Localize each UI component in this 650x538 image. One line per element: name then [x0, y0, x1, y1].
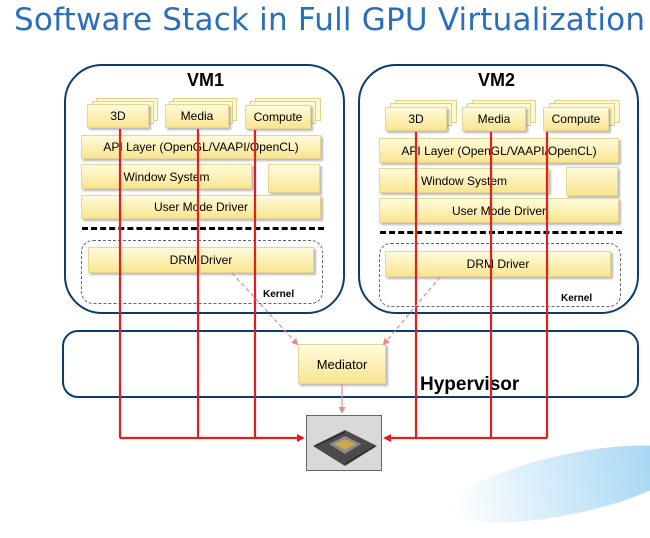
gpu-chip-icon [306, 415, 382, 471]
mediator-box: Mediator [298, 344, 386, 384]
arrows-overlay [118, 129, 549, 442]
hypervisor-label: Hypervisor [420, 374, 520, 395]
vm1-title: VM1 [187, 70, 225, 90]
gpu-board-graphic [307, 416, 381, 470]
vm2-drm-to-mediator-arrow [382, 276, 441, 346]
vm1-kernel-box [81, 240, 323, 304]
mediator-dashed-arrows [231, 272, 441, 346]
vm1-drm-driver: DRM Driver [88, 247, 314, 273]
vm2-user-kernel-divider [380, 231, 622, 234]
vm2-app-media: Media [462, 107, 526, 131]
vm2-red-arrows [383, 132, 549, 442]
vm2-app-3d: 3D [385, 107, 447, 131]
vm1-window-system: Window System [81, 164, 252, 189]
vm2-title: VM2 [478, 70, 516, 90]
vm1-app-media: Media [165, 104, 229, 128]
vm2-side-box [566, 167, 618, 196]
vm1-kernel-label: Kernel [263, 289, 295, 300]
vm2-user-mode-driver: User Mode Driver [379, 198, 619, 223]
vm1-app-3d: 3D [87, 104, 149, 128]
vm2-drm-driver: DRM Driver [385, 251, 611, 277]
vm2-window-system: Window System [379, 168, 549, 193]
vm2-kernel-box [379, 243, 621, 307]
vm2-app-compute: Compute [543, 107, 609, 131]
vm2-kernel-label: Kernel [561, 293, 593, 304]
vm1-red-arrows [118, 129, 305, 442]
vm1-drm-to-mediator-arrow [231, 272, 299, 346]
vm1-user-kernel-divider [82, 227, 324, 230]
vm1-side-box [268, 164, 320, 193]
vm1-app-compute: Compute [245, 105, 311, 129]
slide-title: Software Stack in Full GPU Virtualizatio… [14, 2, 646, 38]
